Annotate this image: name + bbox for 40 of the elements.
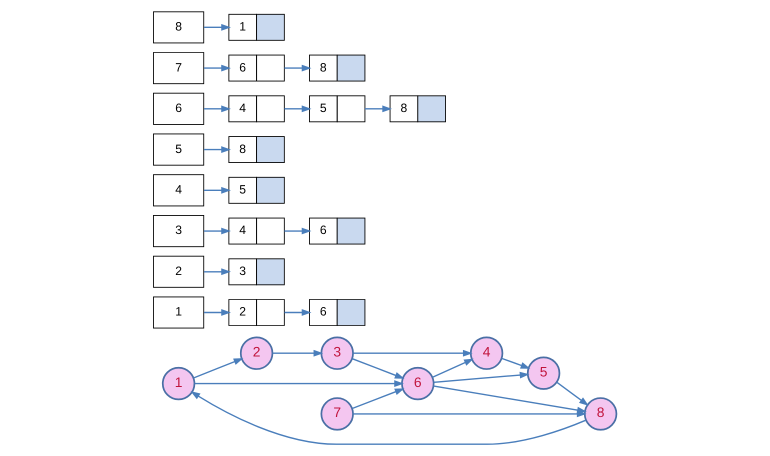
node-circle: 6 — [401, 366, 434, 400]
arrow — [284, 228, 312, 234]
node-box: 2 — [153, 256, 204, 288]
arrow — [364, 105, 392, 112]
arrow — [284, 105, 312, 112]
node-circle: 3 — [320, 336, 354, 370]
node-box: 4 — [153, 174, 204, 206]
arrow — [434, 372, 530, 383]
arrow — [204, 105, 231, 112]
arrow — [204, 186, 231, 194]
node-circle: 7 — [320, 397, 354, 431]
arrow — [204, 146, 231, 153]
node-box: 5 — [153, 134, 204, 166]
node-circle: 5 — [526, 356, 560, 390]
arrow — [353, 350, 473, 357]
arrow — [284, 64, 312, 72]
arrow — [352, 358, 405, 379]
arrow — [194, 380, 404, 387]
node-circle: 4 — [470, 336, 504, 370]
node-box: 6 — [153, 92, 204, 125]
arrow — [204, 228, 231, 234]
arrow — [556, 382, 589, 406]
arrow — [204, 268, 231, 276]
arrow — [284, 309, 312, 316]
node-box: 3 — [153, 215, 204, 248]
arrow — [272, 350, 324, 357]
arrow — [352, 388, 405, 409]
arrow — [194, 358, 244, 378]
arrow — [501, 358, 530, 369]
node-box: 1 — [153, 296, 204, 329]
node-circle: 8 — [584, 397, 618, 431]
arrow — [204, 64, 231, 72]
arrow — [432, 358, 474, 378]
arrow — [353, 410, 587, 418]
arrow — [204, 24, 231, 31]
node-circle: 2 — [240, 336, 274, 370]
node-circle: 1 — [162, 366, 196, 400]
node-box: 8 — [153, 11, 204, 44]
arrow — [204, 309, 231, 316]
node-box: 7 — [153, 52, 204, 84]
